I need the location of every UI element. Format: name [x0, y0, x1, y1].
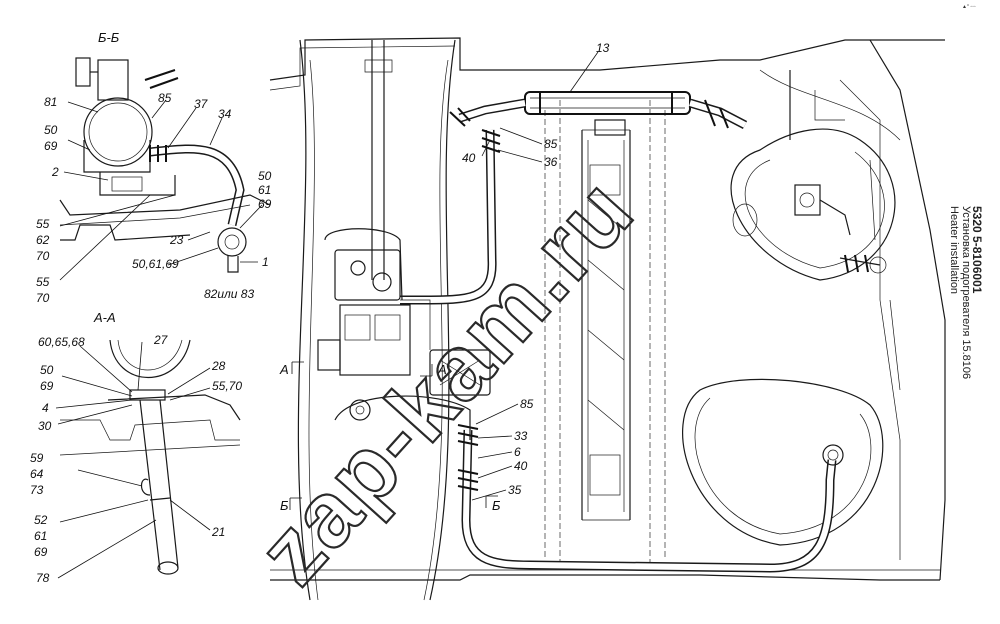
callout-59: 59	[30, 451, 44, 465]
corner-mark: ▲° ◦◦◦	[962, 4, 976, 10]
cut-marker-a-right: А	[437, 362, 447, 377]
callout-4: 4	[42, 401, 49, 415]
callout-70: 70	[36, 249, 50, 263]
callout-82-or-83: 82или 83	[204, 287, 254, 301]
section-cut-markers	[289, 361, 498, 510]
callout-70: 70	[36, 291, 50, 305]
drawing-code: 5320 5-8106001	[970, 206, 984, 294]
callout-52: 52	[34, 513, 48, 527]
callout-55-70: 55,70	[212, 379, 242, 393]
section-bb-view	[59, 57, 271, 273]
callout-55: 55	[36, 275, 50, 289]
callout-30: 30	[38, 419, 52, 433]
heater-assembly	[449, 91, 748, 136]
callout-69: 69	[34, 545, 48, 559]
callout-50: 50	[258, 169, 272, 183]
callout-34: 34	[218, 107, 232, 121]
callout-73: 73	[30, 483, 44, 497]
callout-labels: 81 85 37 34 50 69 2 50 61 69 55 62 70 23…	[30, 41, 610, 585]
drawing-title-en: Heater installation	[948, 206, 960, 295]
callout-37: 37	[194, 97, 209, 111]
cut-marker-b-left: Б	[280, 498, 289, 513]
callout-69: 69	[40, 379, 54, 393]
section-aa-title: А-А	[93, 310, 116, 325]
callout-23: 23	[169, 233, 184, 247]
callout-6: 6	[514, 445, 521, 459]
callout-36: 36	[544, 155, 558, 169]
section-aa-view	[59, 339, 241, 575]
callout-21: 21	[211, 525, 225, 539]
callout-1: 1	[262, 255, 269, 269]
coolant-pipes	[364, 40, 844, 573]
leader-lines	[55, 51, 599, 579]
callout-50: 50	[44, 123, 58, 137]
callout-69: 69	[44, 139, 58, 153]
callout-27: 27	[153, 333, 169, 347]
section-bb-title: Б-Б	[98, 30, 120, 45]
callout-2: 2	[51, 165, 59, 179]
callout-60-65-68: 60,65,68	[38, 335, 85, 349]
callout-61: 61	[34, 529, 47, 543]
callout-85: 85	[544, 137, 558, 151]
callout-62: 62	[36, 233, 50, 247]
callout-81: 81	[44, 95, 57, 109]
callout-50: 50	[40, 363, 54, 377]
callout-40: 40	[514, 459, 528, 473]
callout-35: 35	[508, 483, 522, 497]
drawing-title-ru: Установка подогревателя 15.8106	[960, 206, 972, 380]
callout-85: 85	[158, 91, 172, 105]
callout-40: 40	[462, 151, 476, 165]
callout-55: 55	[36, 217, 50, 231]
callout-64: 64	[30, 467, 44, 481]
callout-69: 69	[258, 197, 272, 211]
pump-control-unit	[317, 228, 491, 440]
title-block: 5320 5-8106001 Установка подогревателя 1…	[948, 206, 984, 436]
callout-78: 78	[36, 571, 50, 585]
chassis-frame-outline	[269, 37, 946, 601]
cut-marker-b-right: Б	[492, 498, 501, 513]
callout-61: 61	[258, 183, 271, 197]
cut-marker-a-left: А	[279, 362, 289, 377]
callout-33: 33	[514, 429, 528, 443]
callout-50-61-69: 50,61,69	[132, 257, 179, 271]
callout-85: 85	[520, 397, 534, 411]
callout-13: 13	[596, 41, 610, 55]
callout-28: 28	[211, 359, 226, 373]
